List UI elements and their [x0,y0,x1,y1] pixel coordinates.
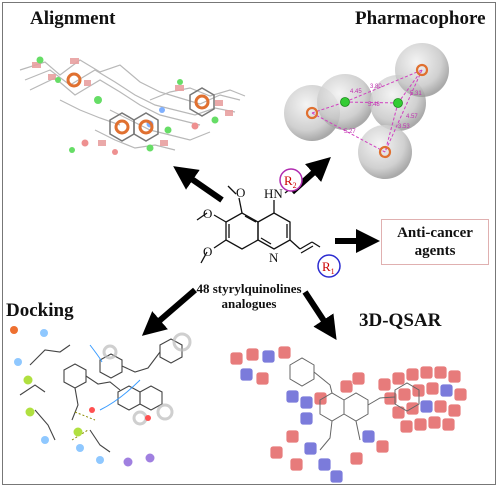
methoxy-o-bottom: O [203,244,212,259]
qsar-image [229,345,468,484]
qsar-contour-block [383,391,398,406]
qsar-contour-block [391,371,406,386]
center-caption: 48 styrylquinolines analogues [194,281,304,311]
qsar-contour-block [377,377,392,392]
qsar-contour-block [299,395,314,410]
qsar-contour-block [299,411,314,426]
qsar-contour-block [361,429,376,444]
methoxy-o-mid: O [203,206,212,221]
r2-label: R2 [284,173,297,190]
qsar-contour-block [317,457,332,472]
styrylquinoline-structure [196,185,321,264]
anticancer-box: Anti-cancer agents [381,219,489,265]
qsar-contour-block [419,399,434,414]
qsar-contour-block [285,429,300,444]
distance-1: 3.80 [370,84,382,90]
qsar-contour-block [285,389,300,404]
qsar-contour-block [447,403,462,418]
nh-label: HN [264,186,283,201]
r1-label: R1 [322,259,335,276]
arrow-to-docking [141,287,197,336]
r2-circle [279,168,303,192]
qsar-contour-block [239,367,254,382]
center-caption-line2: analogues [221,296,277,311]
arrow-to-alignment [173,166,224,203]
qsar-contour-block [405,367,420,382]
qsar-contour-block [303,441,318,456]
qsar-contour-block [405,401,420,416]
qsar-contour-block [229,351,244,366]
qsar-contour-block [433,365,448,380]
qsar-contour-block [427,415,442,430]
qsar-contour-block [413,417,428,432]
distance-7: 4.57 [406,114,418,120]
distance-5: 3.53 [398,124,410,130]
center-caption-line1: 48 styrylquinolines [196,281,302,296]
qsar-contour-block [425,381,440,396]
qsar-contour-block [375,439,390,454]
qsar-contour-block [261,349,276,364]
qsar-contour-block [351,371,366,386]
quinoline-n: N [269,250,279,265]
qsar-contour-block [441,417,456,432]
qsar-contour-block [439,383,454,398]
qsar-contour-block [329,469,344,484]
docking-image [10,326,192,467]
qsar-contour-block [269,445,284,460]
alignment-title: Alignment [30,8,116,29]
distance-3: 4.45 [350,89,362,95]
figure-border [2,2,496,485]
qsar-contour-block [397,387,412,402]
qsar-title: 3D-QSAR [359,310,442,331]
qsar-contour-block [245,347,260,362]
qsar-contour-block [399,419,414,434]
qsar-contour-block [433,399,448,414]
qsar-contour-block [349,451,364,466]
qsar-contour-block [419,365,434,380]
alignment-image [19,56,246,155]
molecule-labels: O O O HN N R2 R1 [203,168,341,278]
r1-circle [317,254,341,278]
pharmacophore-image: 3.80 5.48 4.45 5.31 3.53 5.27 4.57 [284,43,449,179]
anticancer-label: Anti-cancer agents [397,225,473,259]
qsar-contour-block [339,379,354,394]
distance-4: 5.31 [410,91,422,97]
docking-title: Docking [6,300,74,321]
distance-2: 5.48 [368,102,380,108]
qsar-contour-block [277,345,292,360]
methoxy-o-top: O [236,185,245,200]
arrow-to-qsar [302,290,337,341]
qsar-contour-block [255,371,270,386]
qsar-contour-block [447,369,462,384]
qsar-contour-block [391,405,406,420]
pharmacophore-title: Pharmacophore [355,8,486,29]
distance-6: 5.27 [344,129,356,135]
qsar-contour-block [453,387,468,402]
qsar-contour-block [289,457,304,472]
